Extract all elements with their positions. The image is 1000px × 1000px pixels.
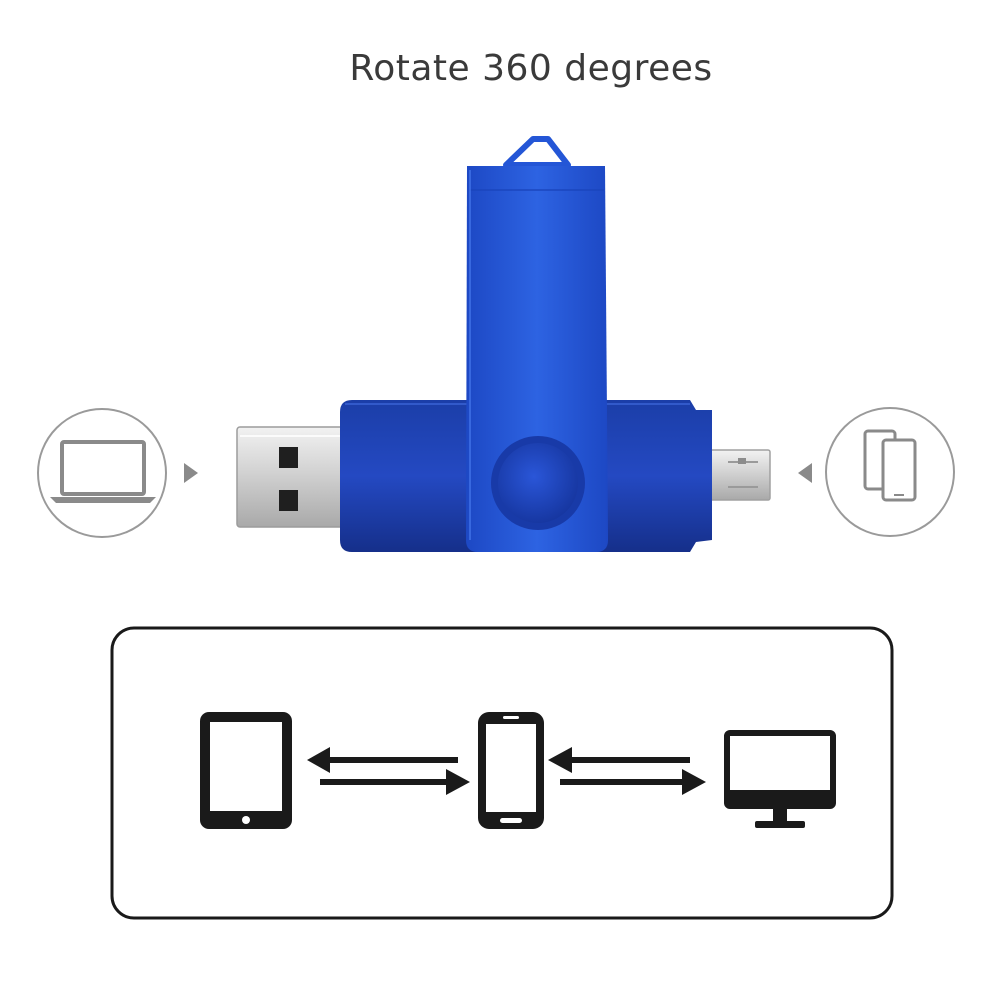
- smartphones-icon: [863, 429, 917, 502]
- smartphones-badge: [825, 407, 955, 537]
- triangle-right-icon: [184, 463, 198, 483]
- usb-drive: [236, 136, 771, 552]
- laptop-icon: [50, 440, 156, 503]
- pivot-hub: [491, 436, 585, 530]
- tablet-icon: [200, 712, 292, 829]
- bidirectional-arrows-icon: [307, 747, 470, 795]
- headline: Rotate 360 degrees: [349, 48, 713, 89]
- usb-a-connector: [236, 426, 344, 528]
- laptop-badge: [37, 408, 167, 538]
- triangle-left-icon: [798, 463, 812, 483]
- monitor-icon: [724, 730, 836, 828]
- phone-icon: [478, 712, 544, 829]
- compatibility-panel: [110, 626, 894, 920]
- bidirectional-arrows-icon: [548, 747, 706, 795]
- micro-usb-connector: [707, 449, 771, 501]
